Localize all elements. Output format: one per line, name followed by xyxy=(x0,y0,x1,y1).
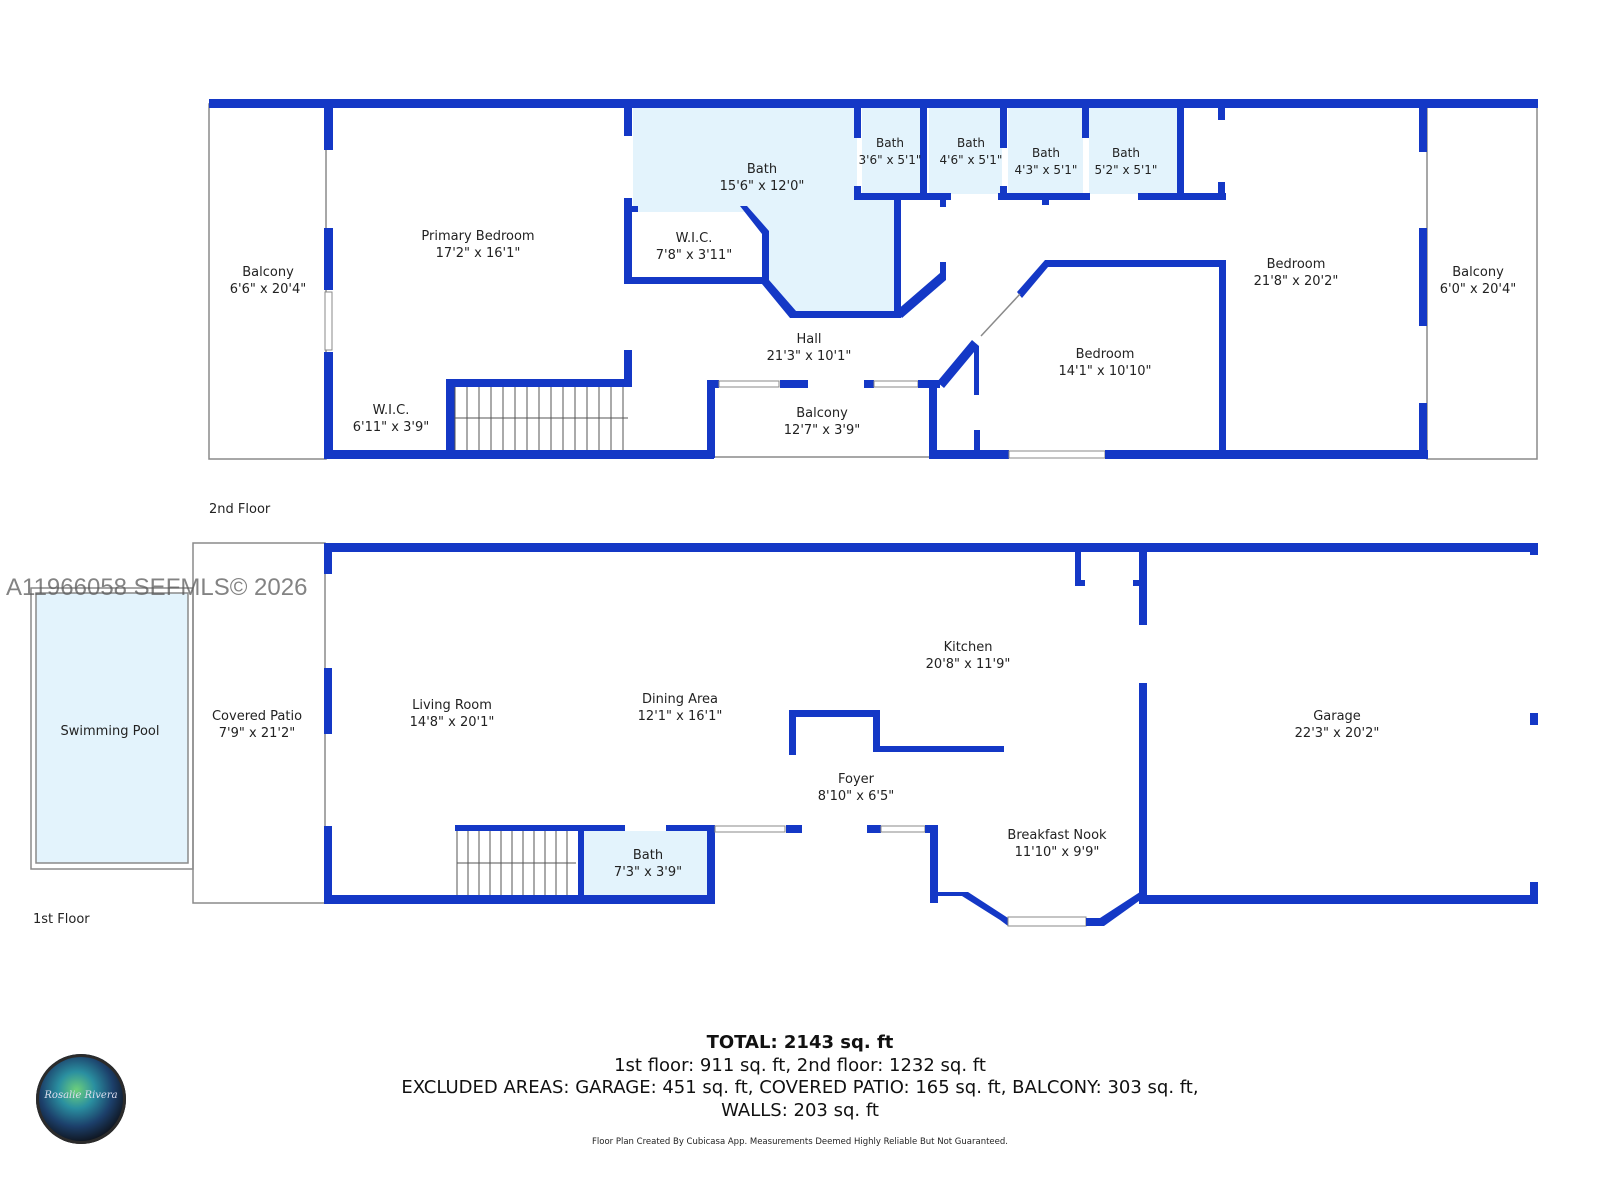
excluded-areas: EXCLUDED AREAS: GARAGE: 451 sq. ft, COVE… xyxy=(401,1077,1199,1098)
walls-area: WALLS: 203 sq. ft xyxy=(721,1099,879,1121)
second-floor-plan xyxy=(208,99,1538,460)
camera-lens-logo-icon: Rosalie Rivera xyxy=(36,1054,126,1144)
second-floor-label: 2nd Floor xyxy=(209,502,271,517)
total-area: TOTAL: 2143 sq. ft xyxy=(706,1032,894,1053)
cubicasa-credit: Floor Plan Created By Cubicasa App. Meas… xyxy=(592,1137,1008,1147)
area-summary: TOTAL: 2143 sq. ft 1st floor: 911 sq. ft… xyxy=(0,1032,1600,1122)
room-swimming-pool: Swimming Pool xyxy=(60,724,160,739)
floor-areas: 1st floor: 911 sq. ft, 2nd floor: 1232 s… xyxy=(614,1054,986,1076)
mls-watermark: A11966058 SEFMLS© 2026 xyxy=(6,574,308,601)
room-wic-lower: W.I.C.6'11" x 3'9" xyxy=(352,403,430,435)
first-floor-label: 1st Floor xyxy=(33,912,90,927)
room-wic-upper: W.I.C.7'8" x 3'11" xyxy=(655,231,733,263)
first-floor-plan xyxy=(30,542,1538,927)
logo-signature: Rosalie Rivera xyxy=(44,1090,118,1101)
